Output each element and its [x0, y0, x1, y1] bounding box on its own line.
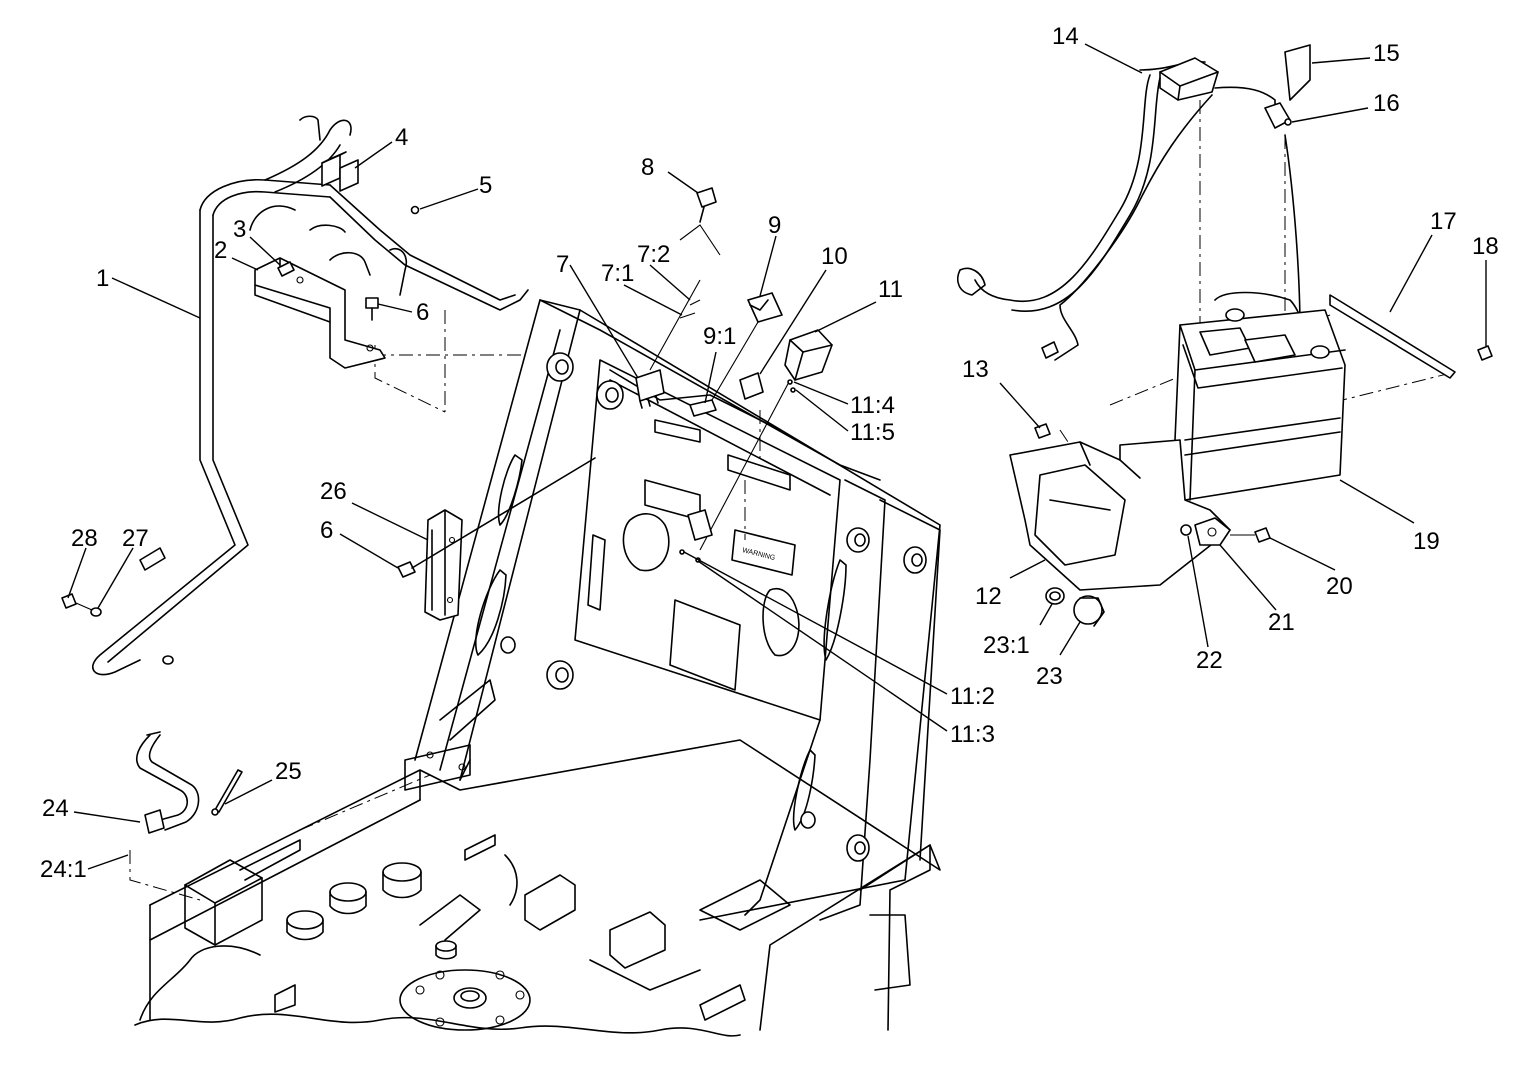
part-16-terminal — [1264, 102, 1292, 129]
part-13-screw — [1034, 423, 1051, 439]
part-20-bolt — [1230, 527, 1271, 543]
callout-24: 24 — [42, 795, 69, 822]
callout-11-4: 11:4 — [850, 392, 895, 419]
callout-20: 20 — [1326, 573, 1353, 600]
part-11-bracket — [679, 509, 713, 563]
callout-7-2: 7:2 — [637, 241, 670, 268]
part-2-bracket — [254, 257, 386, 369]
callout-3: 3 — [233, 216, 246, 243]
callout-2: 2 — [214, 237, 227, 264]
part-17-strap — [1329, 294, 1456, 379]
part-15-label — [1284, 44, 1311, 101]
callout-6-upper: 6 — [416, 299, 429, 326]
callout-16: 16 — [1373, 90, 1400, 117]
callout-11-3: 11:3 — [950, 721, 995, 748]
part-1-tube — [92, 179, 331, 676]
callout-6-lower: 6 — [320, 517, 333, 544]
callout-9: 9 — [768, 212, 781, 239]
callout-21: 21 — [1268, 609, 1295, 636]
part-4-relays — [321, 151, 359, 192]
part-3-screw — [277, 261, 295, 277]
callout-7: 7 — [556, 251, 569, 278]
callout-10: 10 — [821, 243, 848, 270]
callout-28: 28 — [71, 525, 98, 552]
callout-23-1: 23:1 — [983, 632, 1030, 659]
part-9-1-clip — [689, 399, 717, 417]
callout-27: 27 — [122, 525, 149, 552]
callout-19: 19 — [1413, 528, 1440, 555]
part-5-screw — [410, 205, 420, 215]
part-21-bracket — [1194, 517, 1231, 546]
upper-harness — [249, 115, 529, 311]
part-19-battery — [1174, 308, 1346, 501]
callout-1: 1 — [96, 265, 109, 292]
part-9-switch — [711, 292, 783, 401]
part-14-harness — [956, 57, 1313, 406]
callout-13: 13 — [962, 356, 989, 383]
callout-15: 15 — [1373, 40, 1400, 67]
callout-labels: 1 2 3 4 5 6 6 7 7:1 7:2 8 9 9:1 10 11 11… — [40, 23, 1499, 883]
part-27-washer — [75, 602, 174, 665]
part-26-channel — [424, 509, 463, 621]
part-11-meter — [699, 329, 833, 551]
warning-decal-text: WARNING — [742, 547, 776, 562]
frame-bushings — [500, 352, 927, 862]
part-10-connector — [739, 372, 764, 400]
callout-12: 12 — [975, 583, 1002, 610]
part-6-bolt-lower — [397, 457, 596, 578]
callout-7-1: 7:1 — [601, 260, 634, 287]
leader-lines — [67, 43, 1487, 870]
part-12-battery-tray — [1009, 439, 1231, 591]
part-22-nut — [1180, 524, 1192, 536]
callout-18: 18 — [1472, 233, 1499, 260]
part-25-tie — [211, 769, 243, 816]
callout-14: 14 — [1052, 23, 1079, 50]
part-23-knob — [1073, 595, 1105, 627]
callout-25: 25 — [275, 758, 302, 785]
part-8-key — [696, 187, 717, 223]
part-6-bolt-upper — [365, 297, 379, 321]
callout-26: 26 — [320, 478, 347, 505]
part-24-hose — [135, 731, 200, 834]
main-frame: WARNING — [134, 299, 941, 1037]
callout-11-2: 11:2 — [950, 683, 995, 710]
callout-24-1: 24:1 — [40, 856, 87, 883]
callout-4: 4 — [395, 124, 408, 151]
callout-8: 8 — [641, 154, 654, 181]
callout-11-5: 11:5 — [850, 419, 895, 446]
part-7-switch — [635, 224, 721, 409]
callout-9-1: 9:1 — [703, 323, 736, 350]
callout-22: 22 — [1196, 647, 1223, 674]
callout-11: 11 — [878, 276, 903, 303]
part-18-bolt — [1477, 345, 1493, 361]
callout-17: 17 — [1430, 208, 1457, 235]
callout-23: 23 — [1036, 663, 1063, 690]
callout-5: 5 — [479, 172, 492, 199]
part-23-1-ring — [1045, 587, 1065, 605]
